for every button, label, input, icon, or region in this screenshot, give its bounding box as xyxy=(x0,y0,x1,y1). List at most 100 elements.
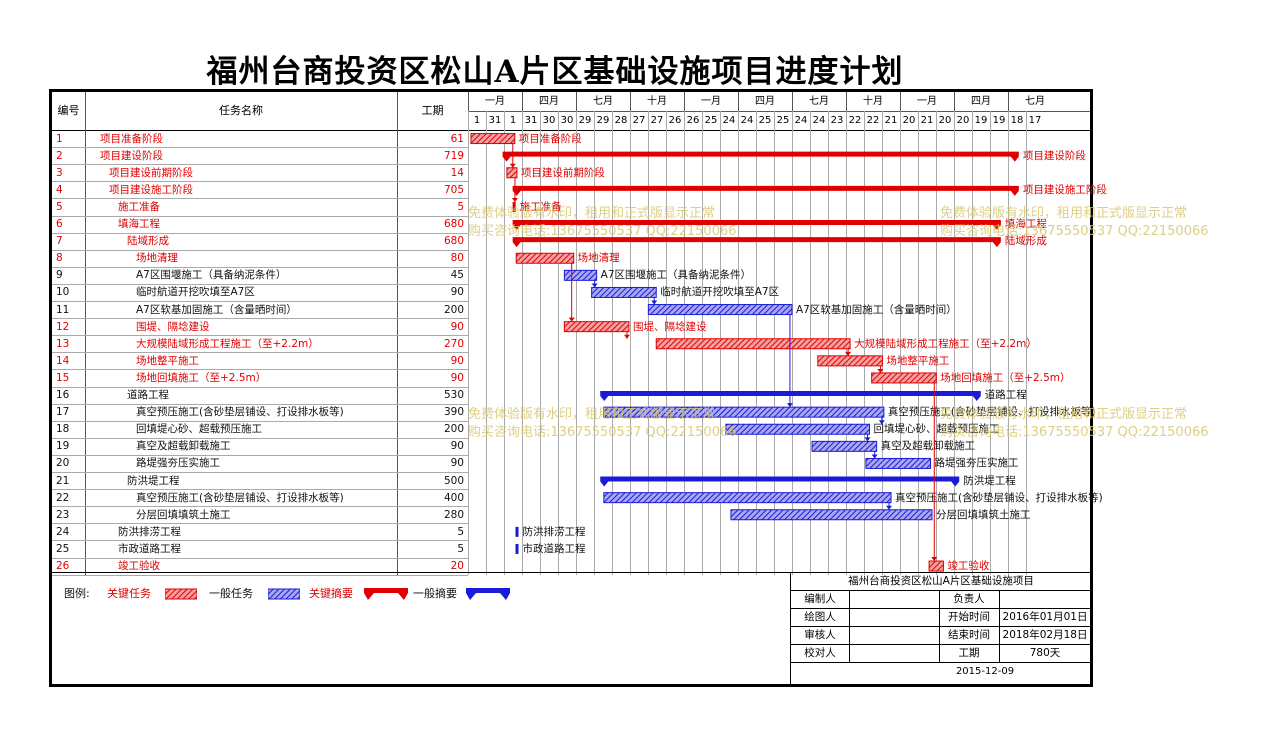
gantt-bar xyxy=(603,492,892,504)
dependency-arrow xyxy=(845,351,852,356)
tick-line-23 xyxy=(882,111,883,575)
task-duration: 90 xyxy=(450,320,464,333)
dependency-arrow xyxy=(568,317,575,322)
task-id: 20 xyxy=(56,457,70,470)
tick-10: 27 xyxy=(650,115,664,126)
task-name: 施工准备 xyxy=(118,200,160,213)
task-duration: 390 xyxy=(443,406,464,419)
tick-line-1 xyxy=(486,111,487,575)
task-id: 10 xyxy=(56,286,70,299)
task-duration: 400 xyxy=(443,491,464,504)
header-duration: 工期 xyxy=(421,104,444,117)
task-id: 3 xyxy=(56,166,63,179)
gantt-bar xyxy=(865,457,932,469)
task-name: 市政道路工程 xyxy=(118,542,181,555)
task-id: 7 xyxy=(56,235,63,248)
task-duration: 90 xyxy=(450,457,464,470)
bar-label: 填海工程 xyxy=(1004,218,1047,231)
gantt-bar xyxy=(512,237,1001,248)
watermark-4b: 购买咨询电话:13675550537 QQ:22150066 xyxy=(940,425,1209,440)
task-duration: 61 xyxy=(450,132,464,145)
bar-label: 防洪排涝工程 xyxy=(522,525,586,538)
month-line-6 xyxy=(792,92,793,111)
task-name: 项目建设施工阶段 xyxy=(109,183,193,196)
tick-3: 31 xyxy=(524,115,538,126)
month-line-10 xyxy=(1008,92,1009,111)
tick-line-9 xyxy=(630,111,631,575)
tick-7: 29 xyxy=(596,115,610,126)
row-line xyxy=(52,420,468,422)
task-id: 9 xyxy=(56,269,63,282)
dependency-arrow xyxy=(509,163,516,168)
bar-label: 项目准备阶段 xyxy=(518,132,582,145)
task-name: 围堤、隔埝建设 xyxy=(136,320,210,333)
gantt-bar xyxy=(871,372,937,384)
dependency-arrow xyxy=(871,454,878,459)
tick-line-31 xyxy=(1026,111,1027,575)
tick-line-6 xyxy=(576,111,577,575)
gantt-bar xyxy=(506,167,518,179)
task-id: 26 xyxy=(56,560,70,572)
month-line-7 xyxy=(846,92,847,111)
month-line-4 xyxy=(684,92,685,111)
task-id: 4 xyxy=(56,183,63,196)
gantt-bar xyxy=(470,133,516,145)
row-line xyxy=(52,215,468,217)
tick-line-5 xyxy=(558,111,559,575)
legend-normal-task: 一般任务 xyxy=(209,587,253,600)
task-name: 真空预压施工(含砂垫层铺设、打设排水板等) xyxy=(136,406,344,419)
legend: 图例: 关键任务 一般任务 关键摘要 一般摘要 xyxy=(52,572,790,684)
task-id: 6 xyxy=(56,218,63,230)
gantt-bar xyxy=(647,304,793,316)
tick-line-29 xyxy=(990,111,991,575)
month-6: 七月 xyxy=(809,96,829,107)
row-line xyxy=(52,437,468,439)
watermark-3b: 购买咨询电话:13675550537 QQ:22150066 xyxy=(468,425,737,440)
row-line xyxy=(52,523,468,525)
tick-12: 26 xyxy=(686,115,700,126)
month-3: 十月 xyxy=(647,96,667,107)
task-name: 项目准备阶段 xyxy=(100,132,163,145)
task-duration: 5 xyxy=(457,542,464,555)
task-name: 场地清理 xyxy=(136,252,178,265)
bar-label: 场地回填施工（至+2.5m） xyxy=(940,371,1071,384)
bar-label: 真空预压施工(含砂垫层铺设、打设排水板等) xyxy=(895,491,1103,504)
bar-label: 项目建设施工阶段 xyxy=(1022,183,1107,196)
legend-critical-task-swatch xyxy=(165,588,197,600)
gantt-bar xyxy=(512,201,516,212)
row-line xyxy=(52,352,468,354)
task-id: 25 xyxy=(56,542,70,555)
bar-label: 回填堤心砂、超载预压施工 xyxy=(873,423,1000,436)
task-id: 24 xyxy=(56,525,70,538)
task-name: 真空预压施工(含砂垫层铺设、打设排水板等) xyxy=(136,491,344,504)
bar-label: 路堤强夯压实施工 xyxy=(934,457,1019,470)
tick-6: 29 xyxy=(578,115,592,126)
month-line-8 xyxy=(900,92,901,111)
tick-22: 22 xyxy=(866,115,880,126)
row-line xyxy=(52,266,468,268)
task-duration: 719 xyxy=(443,149,464,162)
row-line xyxy=(52,181,468,183)
tick-line-7 xyxy=(594,111,595,575)
dependency-arrow xyxy=(877,368,884,373)
tick-11: 26 xyxy=(668,115,682,126)
row-line xyxy=(52,164,468,166)
tick-26: 20 xyxy=(938,115,952,126)
watermark-3a: 免费体验版有水印，租用和正式版显示正常 xyxy=(468,407,716,422)
duration-label: 工期 xyxy=(958,647,980,659)
row-line xyxy=(52,403,468,405)
task-name: 临时航道开挖吹填至A7区 xyxy=(136,286,255,299)
gantt-bar xyxy=(591,286,657,298)
task-id: 16 xyxy=(56,389,70,401)
task-duration: 90 xyxy=(450,371,464,384)
task-name: 真空及超载卸载施工 xyxy=(136,440,231,453)
gantt-bar xyxy=(817,355,883,367)
tick-28: 19 xyxy=(974,115,988,126)
month-8: 一月 xyxy=(917,96,937,107)
tick-line-8 xyxy=(612,111,613,575)
task-name: A7区围堰施工（具备纳泥条件） xyxy=(136,269,287,282)
row-line xyxy=(52,301,468,302)
tick-line-2 xyxy=(504,111,505,575)
tick-line-22 xyxy=(864,111,865,575)
